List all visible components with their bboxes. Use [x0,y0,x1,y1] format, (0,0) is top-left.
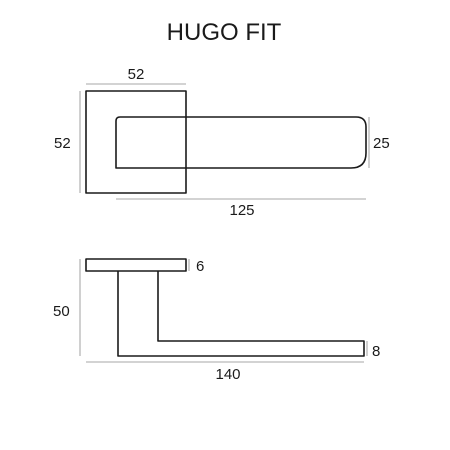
lever-thickness-label: 8 [372,343,380,360]
rose-square-outline [85,90,187,194]
projection-label: 50 [53,303,70,320]
lever-side-outline [117,271,365,357]
side-view: 6 50 8 140 [53,258,380,383]
rose-height-label: 52 [54,135,71,152]
drawing-title: HUGO FIT [167,19,282,46]
lever-top-outline [115,116,367,169]
side-length-label: 140 [215,366,240,383]
rose-width-label: 52 [128,66,145,83]
lever-height-label: 25 [373,135,390,152]
rose-plate-outline [85,258,187,272]
rose-thickness-label: 6 [196,258,204,275]
top-view: 52 52 25 125 [54,66,390,219]
overall-length-label: 125 [229,202,254,219]
